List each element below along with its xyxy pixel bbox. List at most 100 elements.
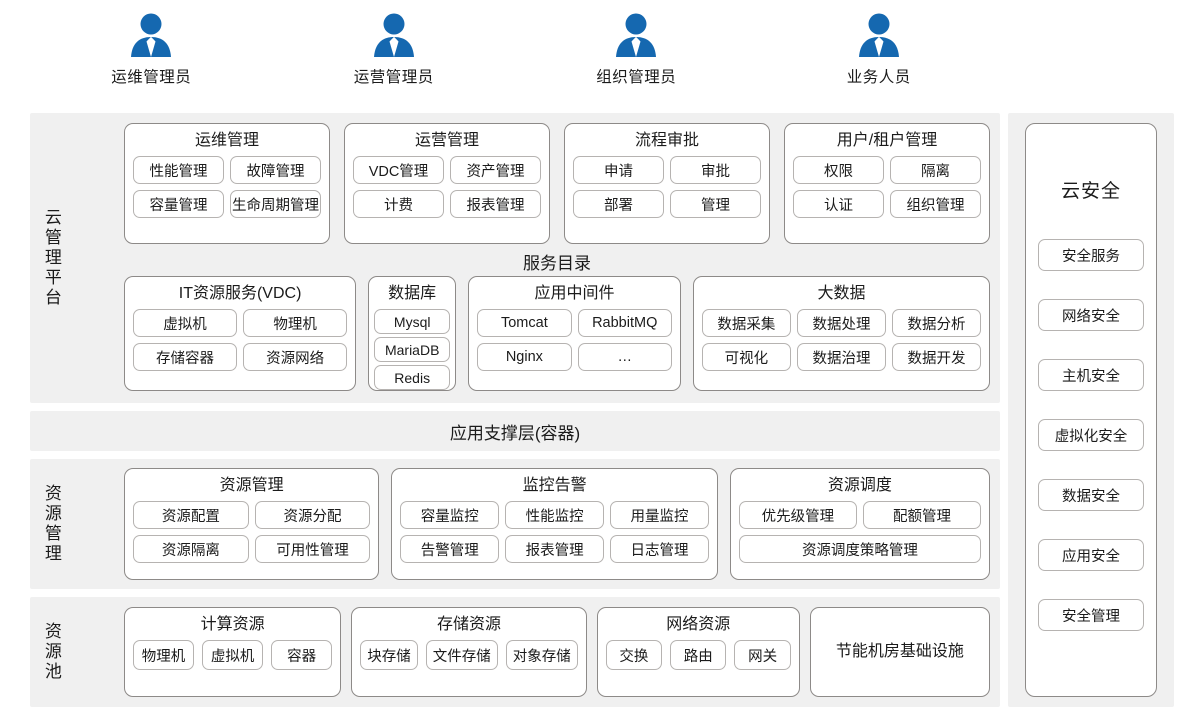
persona-business-user: 业务人员 xyxy=(804,12,954,87)
chip[interactable]: VDC管理 xyxy=(353,156,444,185)
persona-label: 业务人员 xyxy=(846,69,911,86)
card-resource-management[interactable]: 资源管理 资源配置 资源分配 资源隔离 可用性管理 xyxy=(124,468,380,580)
chip[interactable]: 管理 xyxy=(670,190,761,219)
chip[interactable]: 生命周期管理 xyxy=(230,190,321,219)
card-monitoring-alarm[interactable]: 监控告警 容量监控 性能监控 用量监控 告警管理 报表管理 日志管理 xyxy=(391,468,718,580)
chip[interactable]: 申请 xyxy=(573,156,664,185)
persona-org-admin: 组织管理员 xyxy=(561,12,711,87)
chip[interactable]: 容量监控 xyxy=(400,501,500,530)
persona-operation-admin: 运营管理员 xyxy=(319,12,469,87)
security-item[interactable]: 网络安全 xyxy=(1038,299,1144,331)
chip[interactable]: 性能管理 xyxy=(133,156,224,185)
cloud-security-card[interactable]: 云安全 安全服务 网络安全 主机安全 虚拟化安全 数据安全 应用安全 安全管理 xyxy=(1025,123,1157,697)
chip[interactable]: 文件存储 xyxy=(425,640,498,671)
chip[interactable]: 资源隔离 xyxy=(133,535,249,564)
card-app-middleware[interactable]: 应用中间件 Tomcat RabbitMQ Nginx … xyxy=(468,276,681,391)
chip[interactable]: Tomcat xyxy=(477,309,572,338)
rp-side-label: 资源池 xyxy=(41,622,61,682)
chip[interactable]: 部署 xyxy=(573,190,664,219)
cloud-security-section: 云安全 安全服务 网络安全 主机安全 虚拟化安全 数据安全 应用安全 安全管理 xyxy=(1008,113,1174,707)
persona-ops-admin: 运维管理员 xyxy=(76,12,226,87)
chip[interactable]: 物理机 xyxy=(133,640,195,671)
card-big-data[interactable]: 大数据 数据采集 数据处理 数据分析 可视化 数据治理 数据开发 xyxy=(692,276,990,391)
chip[interactable]: 路由 xyxy=(670,640,727,671)
chip[interactable]: 配额管理 xyxy=(862,501,981,530)
chip[interactable]: 数据处理 xyxy=(796,309,886,338)
card-it-resource-service[interactable]: IT资源服务(VDC) 虚拟机 物理机 存储容器 资源网络 xyxy=(124,276,357,391)
resource-pool-section: 资源池 计算资源 物理机 虚拟机 容器 存储资源 块存储 文件存储 对象存储 xyxy=(30,597,1000,707)
card-compute-resource[interactable]: 计算资源 物理机 虚拟机 容器 xyxy=(124,607,342,697)
card-user-tenant-management[interactable]: 用户/租户管理 权限 隔离 认证 组织管理 xyxy=(784,123,990,244)
app-support-label: 应用支撑层(容器) xyxy=(449,423,581,443)
person-icon xyxy=(369,12,419,58)
chip[interactable]: 组织管理 xyxy=(890,190,981,219)
card-operation-management[interactable]: 运营管理 VDC管理 资产管理 计费 报表管理 xyxy=(344,123,550,244)
chip[interactable]: 审批 xyxy=(670,156,761,185)
chip[interactable]: 计费 xyxy=(353,190,444,219)
security-item[interactable]: 主机安全 xyxy=(1038,359,1144,391)
card-network-resource[interactable]: 网络资源 交换 路由 网关 xyxy=(596,607,800,697)
chip[interactable]: 故障管理 xyxy=(230,156,321,185)
chip[interactable]: 性能监控 xyxy=(505,501,605,530)
chip[interactable]: 块存储 xyxy=(360,640,418,671)
security-item[interactable]: 数据安全 xyxy=(1038,479,1144,511)
chip[interactable]: 网关 xyxy=(734,640,791,671)
card-ops-management[interactable]: 运维管理 性能管理 故障管理 容量管理 生命周期管理 xyxy=(124,123,330,244)
person-icon xyxy=(611,12,661,58)
card-process-approval[interactable]: 流程审批 申请 审批 部署 管理 xyxy=(564,123,770,244)
chip[interactable]: … xyxy=(577,343,672,372)
chip[interactable]: 资产管理 xyxy=(450,156,541,185)
chip[interactable]: RabbitMQ xyxy=(577,309,672,338)
service-catalog-title: 服务目录 xyxy=(523,254,591,273)
resource-management-section: 资源管理 资源管理 资源配置 资源分配 资源隔离 可用性管理 监控告警 容量监控… xyxy=(30,459,1000,589)
chip[interactable]: 数据分析 xyxy=(891,309,981,338)
resource-management-cards: 资源管理 资源配置 资源分配 资源隔离 可用性管理 监控告警 容量监控 性能监控… xyxy=(124,468,990,580)
chip[interactable]: Nginx xyxy=(477,343,572,372)
security-item[interactable]: 安全服务 xyxy=(1038,239,1144,271)
chip[interactable]: 虚拟机 xyxy=(133,309,238,338)
person-icon xyxy=(854,12,904,58)
security-item[interactable]: 虚拟化安全 xyxy=(1038,419,1144,451)
chip[interactable]: 虚拟机 xyxy=(202,640,264,671)
chip[interactable]: 优先级管理 xyxy=(738,501,857,530)
chip[interactable]: 数据开发 xyxy=(891,343,981,372)
personas-row: 运维管理员 运营管理员 组织管理 xyxy=(30,12,1000,110)
chip[interactable]: 数据治理 xyxy=(796,343,886,372)
chip[interactable]: 资源配置 xyxy=(133,501,249,530)
security-item[interactable]: 安全管理 xyxy=(1038,599,1144,631)
chip[interactable]: 认证 xyxy=(793,190,884,219)
chip[interactable]: 数据采集 xyxy=(701,309,791,338)
chip[interactable]: 日志管理 xyxy=(610,535,709,564)
chip[interactable]: 资源分配 xyxy=(254,501,371,530)
chip[interactable]: 物理机 xyxy=(243,309,348,338)
card-storage-resource[interactable]: 存储资源 块存储 文件存储 对象存储 xyxy=(351,607,587,697)
chip[interactable]: MariaDB xyxy=(374,337,451,363)
chip[interactable]: 隔离 xyxy=(890,156,981,185)
chip[interactable]: 资源网络 xyxy=(243,343,348,372)
cloud-security-title: 云安全 xyxy=(1060,181,1121,202)
chip[interactable]: 用量监控 xyxy=(610,501,709,530)
chip[interactable]: 容器 xyxy=(271,640,333,671)
chip[interactable]: 权限 xyxy=(793,156,884,185)
chip[interactable]: 交换 xyxy=(605,640,663,671)
cloud-management-platform-section: 云管理平台 运维管理 性能管理 故障管理 容量管理 生命周期管理 运营管理 VD… xyxy=(30,113,1000,403)
chip[interactable]: 报表管理 xyxy=(450,190,541,219)
card-resource-scheduling[interactable]: 资源调度 优先级管理 配额管理 资源调度策略管理 xyxy=(729,468,990,580)
chip[interactable]: 报表管理 xyxy=(505,535,605,564)
persona-label: 运营管理员 xyxy=(353,69,434,86)
chip[interactable]: 存储容器 xyxy=(133,343,238,372)
card-database[interactable]: 数据库 Mysql MariaDB Redis xyxy=(368,276,457,391)
chip[interactable]: 可用性管理 xyxy=(254,535,371,564)
chip[interactable]: Mysql xyxy=(374,309,451,335)
card-green-datacenter-infrastructure[interactable]: 节能机房基础设施 xyxy=(809,607,990,697)
chip[interactable]: 对象存储 xyxy=(505,640,578,671)
chip[interactable]: Redis xyxy=(374,365,451,391)
chip[interactable]: 资源调度策略管理 xyxy=(738,535,981,564)
persona-label: 运维管理员 xyxy=(111,69,192,86)
application-support-layer-section: 应用支撑层(容器) xyxy=(30,411,1000,451)
chip[interactable]: 可视化 xyxy=(701,343,791,372)
chip[interactable]: 容量管理 xyxy=(133,190,224,219)
chip[interactable]: 告警管理 xyxy=(400,535,500,564)
security-item[interactable]: 应用安全 xyxy=(1038,539,1144,571)
